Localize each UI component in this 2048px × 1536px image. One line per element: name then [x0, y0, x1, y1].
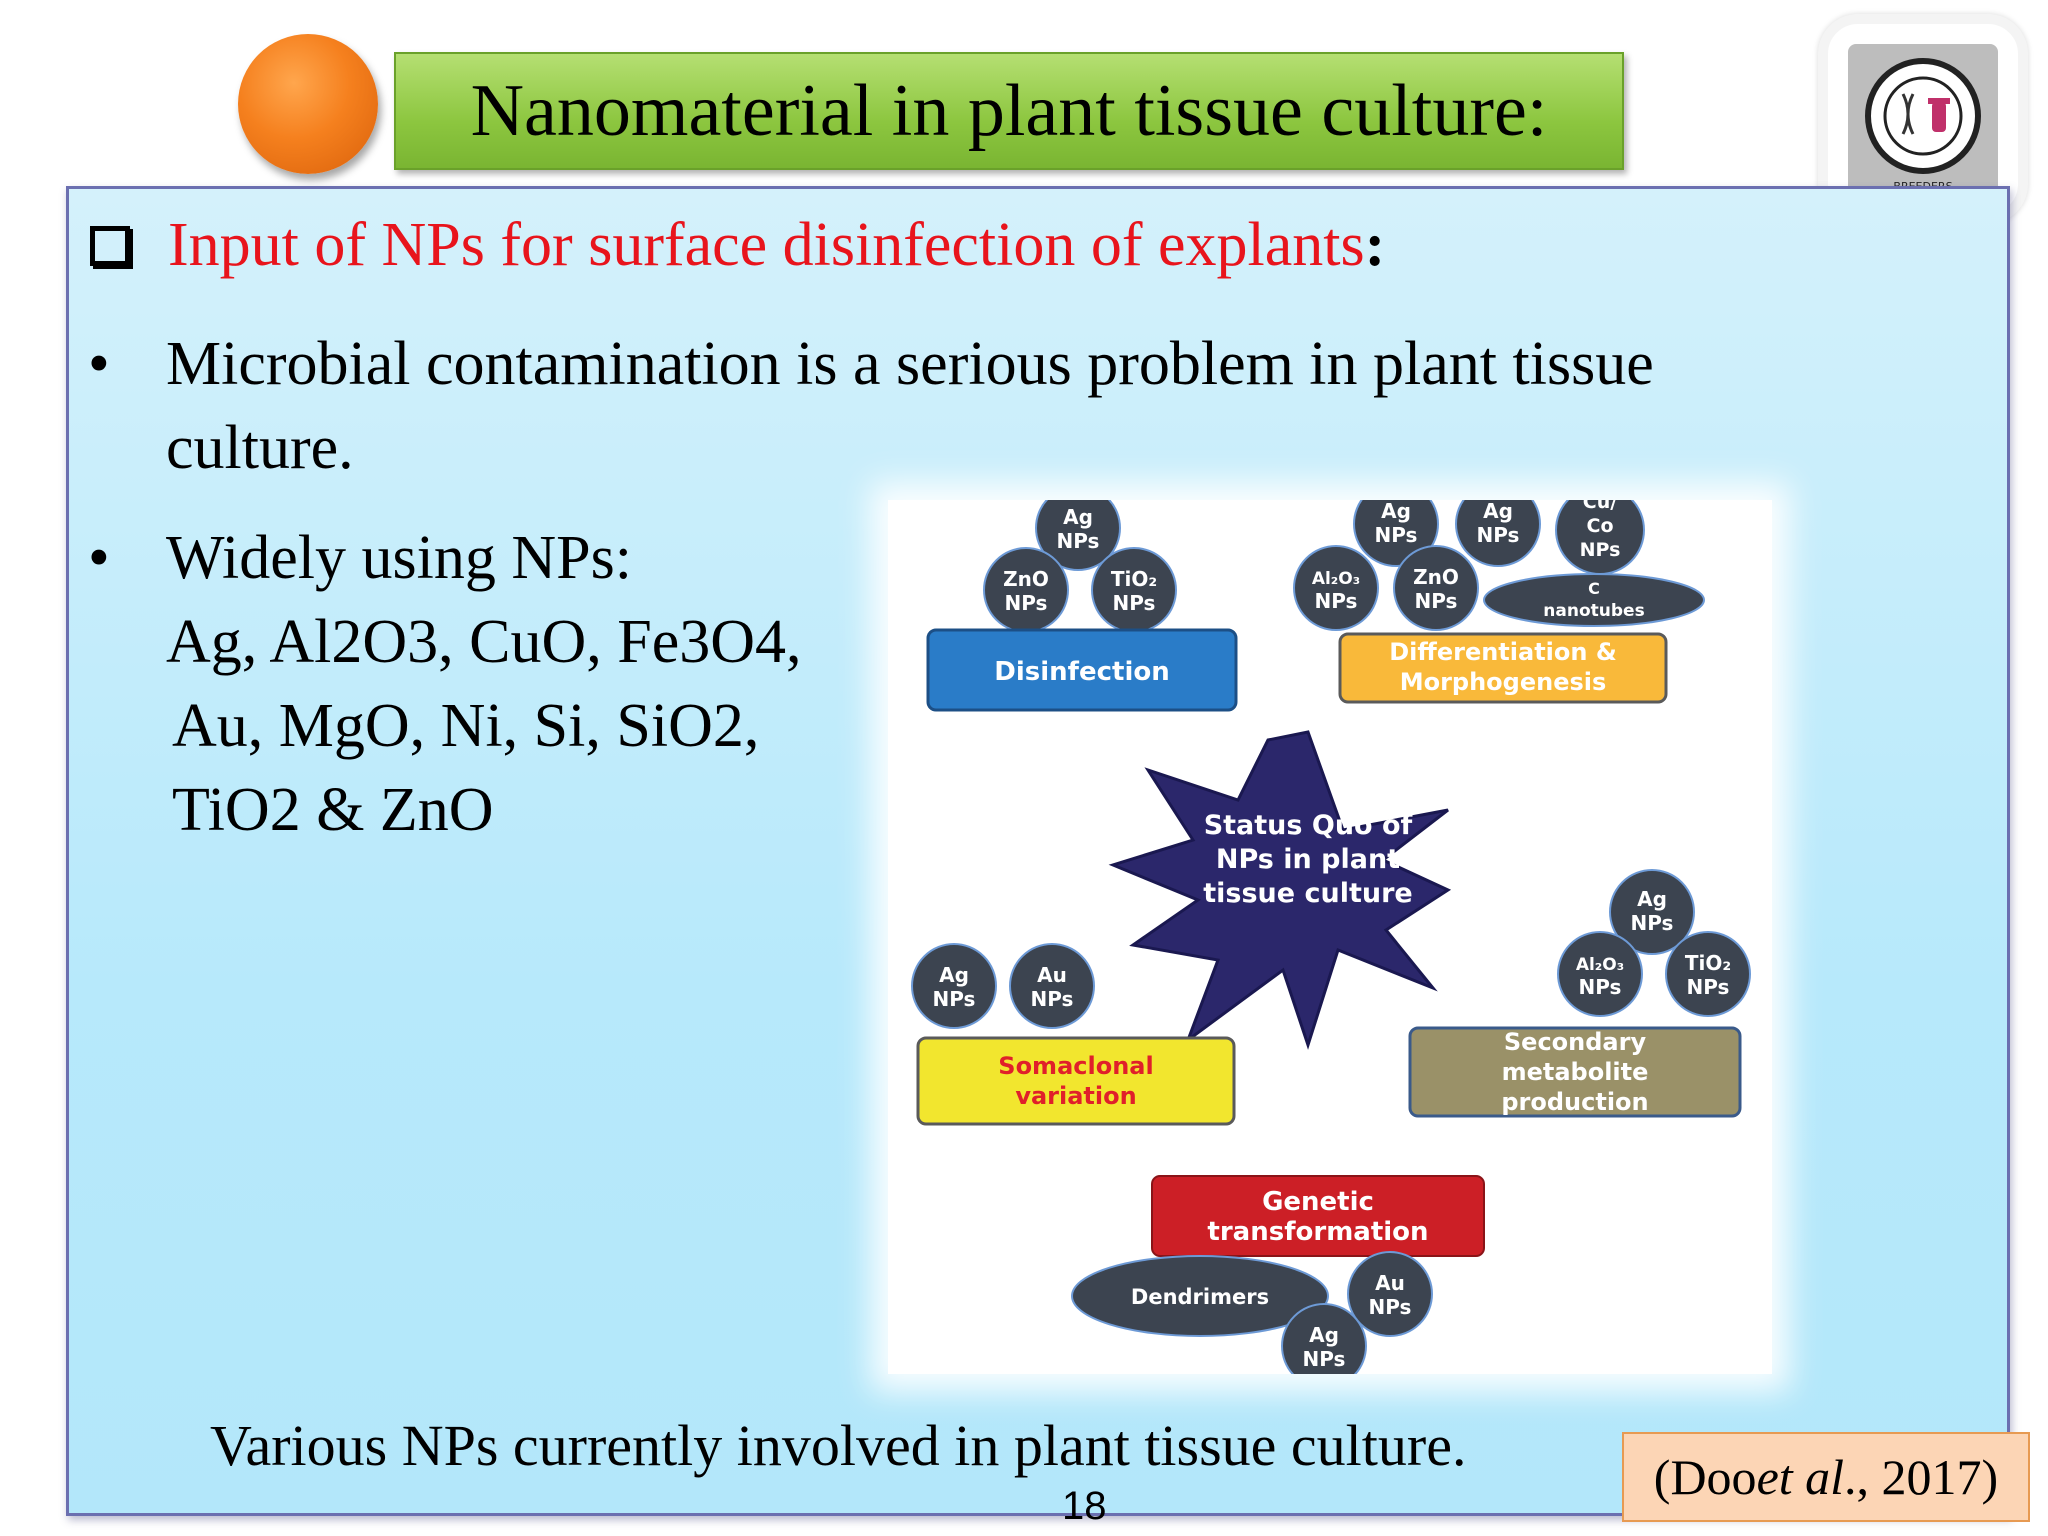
category-label-secondary: production — [1501, 1088, 1648, 1116]
differentiation-group: Ag NPs Ag NPs Cu/ Co NPs Al₂O₃ NPs ZnO N… — [1293, 481, 1705, 704]
category-label-differentiation: Differentiation & — [1389, 638, 1617, 666]
center-line-3: tissue culture — [1203, 878, 1412, 909]
np-label: Ag — [1637, 887, 1667, 911]
np-label: NPs — [1113, 591, 1156, 615]
category-label-differentiation: Morphogenesis — [1400, 668, 1607, 696]
bullet-line: Microbial contamination is a serious pro… — [166, 330, 1654, 398]
bullet-line: Ag, Al2O3, CuO, Fe3O4, — [166, 608, 802, 676]
np-label: NPs — [1579, 975, 1622, 999]
citation-open: (Doo — [1653, 1449, 1757, 1505]
category-label-somaclonal: variation — [1015, 1082, 1136, 1110]
np-label: NPs — [1375, 523, 1418, 547]
bullet-dot: • — [88, 524, 110, 592]
np-label: Dendrimers — [1131, 1285, 1269, 1309]
somaclonal-group: Ag NPs Au NPs Somaclonal variation — [911, 943, 1236, 1126]
checkbox-bullet-icon — [90, 225, 130, 266]
np-label: Au — [1037, 963, 1067, 987]
center-star — [1108, 730, 1452, 1050]
np-label: NPs — [1687, 975, 1730, 999]
np-label: NPs — [1315, 589, 1358, 613]
np-label: ZnO — [1003, 567, 1049, 591]
disinfection-group: Ag NPs ZnO NPs TiO₂ NPs Disinfection — [926, 485, 1238, 712]
np-label: NPs — [1580, 539, 1621, 561]
bullet-line: culture. — [166, 414, 354, 482]
genetic-transformation-group: Genetic transformation Dendrimers Au NPs… — [1071, 1175, 1485, 1389]
np-label: Ag — [939, 963, 969, 987]
category-label-secondary: Secondary — [1504, 1028, 1647, 1056]
np-label: Ag — [1309, 1323, 1339, 1347]
category-label-secondary: metabolite — [1502, 1058, 1649, 1086]
logo-emblem: BREEDERS — [1848, 44, 1998, 194]
section-heading: Input of NPs for surface disinfection of… — [168, 211, 1365, 279]
np-label: Ag — [1063, 505, 1093, 529]
np-label: NPs — [1031, 987, 1074, 1011]
np-label: NPs — [1477, 523, 1520, 547]
np-label: NPs — [1057, 529, 1100, 553]
figure-caption: Various NPs currently involved in plant … — [210, 1413, 1467, 1478]
np-label: ZnO — [1413, 565, 1459, 589]
np-label: Ag — [1483, 500, 1513, 523]
bullet-line: Au, MgO, Ni, Si, SiO2, — [172, 692, 760, 760]
citation-box: (Doo et al., 2017) — [1622, 1432, 2030, 1522]
secondary-metabolite-group: Ag NPs Al₂O₃ NPs TiO₂ NPs Secondary meta… — [1408, 869, 1751, 1118]
np-label: NPs — [933, 987, 976, 1011]
np-label: NPs — [1005, 591, 1048, 615]
np-label: Al₂O₃ — [1312, 569, 1360, 589]
heading-row: Input of NPs for surface disinfection of… — [90, 210, 1385, 281]
np-label: Cu/ — [1583, 500, 1617, 513]
category-label-disinfection: Disinfection — [994, 657, 1169, 687]
np-label: TiO₂ — [1685, 951, 1731, 975]
nanoparticle-diagram: Status Quo of NPs in plant tissue cultur… — [888, 481, 1772, 1389]
citation-etal: et al — [1756, 1449, 1845, 1505]
np-label: NPs — [1303, 1347, 1346, 1371]
center-line-2: NPs in plant — [1216, 844, 1400, 875]
center-line-1: Status Quo of — [1204, 810, 1413, 841]
slide-title: Nanomaterial in plant tissue culture: — [470, 69, 1548, 152]
np-label: Co — [1587, 515, 1614, 537]
orange-ball-decoration — [238, 34, 378, 174]
np-label: NPs — [1415, 589, 1458, 613]
category-label-somaclonal: Somaclonal — [998, 1052, 1153, 1080]
np-label: TiO₂ — [1111, 567, 1157, 591]
title-banner: Nanomaterial in plant tissue culture: — [394, 52, 1624, 170]
np-label: Al₂O₃ — [1576, 955, 1624, 975]
np-label: Au — [1375, 1271, 1405, 1295]
np-label: Ag — [1381, 500, 1411, 523]
np-label: NPs — [1369, 1295, 1412, 1319]
np-label: C — [1588, 579, 1600, 598]
bullet-line: Widely using NPs: — [166, 524, 632, 592]
citation-close: ., 2017) — [1844, 1449, 1999, 1505]
category-label-genetic: Genetic — [1262, 1187, 1374, 1217]
heading-colon: : — [1364, 211, 1386, 279]
np-label: nanotubes — [1543, 601, 1644, 621]
bullet-line: TiO2 & ZnO — [172, 776, 494, 844]
bullet-dot: • — [88, 330, 110, 398]
category-label-genetic: transformation — [1207, 1217, 1428, 1247]
np-label: NPs — [1631, 911, 1674, 935]
page-number: 18 — [1062, 1484, 1107, 1528]
